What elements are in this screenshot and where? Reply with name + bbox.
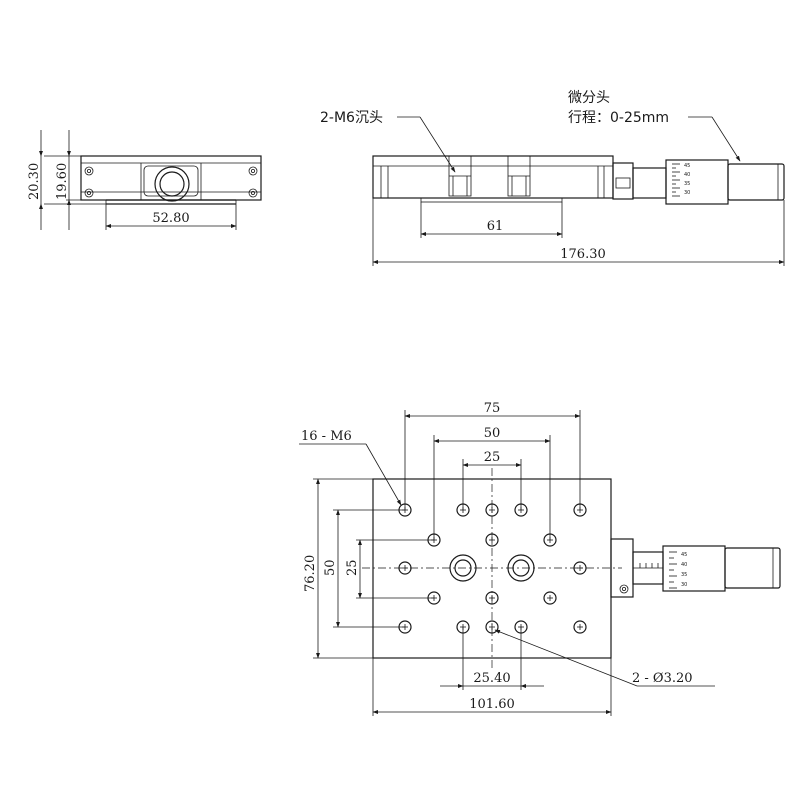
scale-a-0: 45: [684, 163, 690, 169]
tapped-hole: [543, 591, 557, 605]
tapped-hole: [573, 561, 587, 575]
side-view: 20.30 19.60 52.80: [27, 130, 262, 230]
top-view: 45 40 35 30 16 - M6 75 50 25: [299, 401, 781, 716]
scale-b-3: 30: [681, 582, 687, 588]
micrometer-top-knob: [724, 547, 781, 589]
micrometer-side: 45 40 35 30: [612, 159, 785, 205]
scale-a-1: 40: [684, 172, 690, 178]
tapped-hole: [398, 561, 412, 575]
callout-micrometer-title: 微分头: [568, 90, 610, 106]
dim-width: 101.60: [469, 697, 515, 712]
dim-height-total: 20.30: [27, 163, 42, 200]
countersink-holes: [448, 155, 531, 197]
tapped-hole: [485, 533, 499, 547]
micrometer-knob: [727, 163, 785, 201]
bearing-circle: [154, 166, 190, 202]
dim-v25: 25: [345, 559, 360, 576]
scale-b-2: 35: [681, 572, 687, 578]
dim-height: 76.20: [303, 555, 318, 592]
dim-50: 50: [484, 426, 501, 441]
dim-base: 61: [487, 219, 504, 234]
dim-total: 176.30: [560, 247, 606, 262]
scale-a-3: 30: [684, 190, 690, 196]
scale-a-2: 35: [684, 181, 690, 187]
thimble-top-ticks: [669, 551, 677, 589]
dim-25: 25: [484, 450, 501, 465]
scale-b-0: 45: [681, 552, 687, 558]
callout-micrometer-travel: 行程：0-25mm: [568, 110, 669, 126]
callout-countersink: 2-M6沉头: [320, 110, 383, 126]
dim-v50: 50: [323, 559, 338, 576]
dim-bottom-spacing: 25.40: [473, 671, 510, 686]
tapped-hole: [485, 503, 499, 517]
callout-tapped-holes: 16 - M6: [301, 429, 352, 444]
screw-heads: [84, 166, 258, 198]
tapped-hole: [573, 620, 587, 634]
front-view: 45 40 35 30 2-M6沉头 微分头 行程：0-25mm 61 176.…: [320, 90, 785, 266]
dim-height-body: 19.60: [55, 163, 70, 200]
tapped-hole: [485, 620, 499, 634]
front-view-body: [372, 155, 614, 199]
dim-75: 75: [484, 401, 501, 416]
tapped-hole: [485, 591, 499, 605]
scale-b-1: 40: [681, 562, 687, 568]
callout-pin-holes: 2 - Ø3.20: [632, 671, 693, 686]
thimble-ticks: [672, 163, 680, 197]
micrometer-top: 45 40 35 30: [610, 538, 781, 598]
tapped-holes: [398, 503, 587, 634]
dim-width: 52.80: [152, 211, 189, 226]
center-bores: [449, 554, 535, 582]
